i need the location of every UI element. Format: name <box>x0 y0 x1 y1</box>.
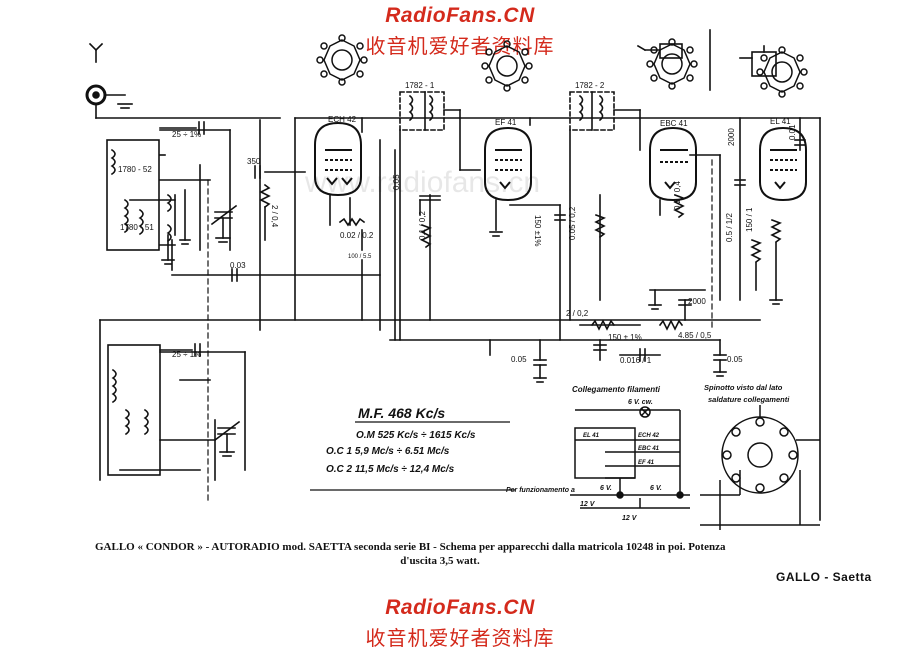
cap-label-2000-mid: 2000 <box>688 297 706 306</box>
tube-ef41 <box>484 126 532 202</box>
supply-label: Per funzionamento a <box>506 487 575 494</box>
tube-ech42 <box>314 121 362 197</box>
heater-wiring-diagram <box>570 405 820 530</box>
cap-label-0-016: 0.016 / 1 <box>620 356 652 365</box>
cap-label-25-bottom: 25 ÷ 1% <box>172 350 201 359</box>
cap-label-0-05-top: 0.05 <box>392 174 401 190</box>
heater-voltage-6v-b: 6 V. <box>650 485 662 492</box>
watermark-site-top: RadioFans.CN <box>385 4 535 27</box>
heater-tube-ech42: ECH 42 <box>638 433 660 439</box>
res-label-0-1: 0.1 / 0,2 <box>418 211 427 240</box>
plug-title-line-1: Spinotto visto dal lato <box>704 383 783 392</box>
heater-voltage-12v-a: 12 V <box>580 501 596 508</box>
band-table <box>310 421 515 491</box>
cap-label-100: 100 / 5.5 <box>348 254 372 260</box>
if-transformer-label-1: 1782 - 1 <box>405 81 435 90</box>
socket-diagram-el41 <box>756 46 808 98</box>
res-label-0-5: 0.5 / 1/2 <box>725 213 734 242</box>
socket-diagram-ef41 <box>481 40 533 92</box>
cap-label-350: 350 <box>247 157 261 166</box>
watermark-site-bottom: RadioFans.CN <box>385 596 535 619</box>
heater-wiring-title: Collegamento filamenti <box>572 385 661 394</box>
coil-label-2: 1780 - 51 <box>120 223 154 232</box>
socket-diagram-ech42 <box>316 34 368 86</box>
res-label-4-85: 4.85 / 0,5 <box>678 331 712 340</box>
if-transformer-label-2: 1782 - 2 <box>575 81 605 90</box>
res-label-150: 150 ±1% <box>533 215 542 247</box>
heater-tube-ef41: EF 41 <box>638 460 655 466</box>
tube-label-el41: EL 41 <box>770 117 791 126</box>
tube-label-ech42: ECH 42 <box>328 115 357 124</box>
tuning-capacitor-bottom <box>213 420 241 457</box>
heater-voltage-6v-a: 6 V. <box>600 485 612 492</box>
output-transformer <box>636 29 777 91</box>
res-label-150-2: 150 / 1 <box>745 207 754 232</box>
pilot-lamp-label: 6 V. cw. <box>628 399 653 406</box>
cap-label-25-top: 25 ÷ 1% <box>172 130 201 139</box>
res-label-0-2-2: 0.2 / 0,4 <box>673 181 682 210</box>
diagram-caption: GALLO « CONDOR » - AUTORADIO mod. SAETTA… <box>95 540 785 568</box>
cap-label-0-05-left: 0.05 <box>511 355 527 364</box>
res-label-0-02: 0.02 / 0.2 <box>340 231 374 240</box>
tuning-capacitor-top <box>210 204 238 243</box>
heater-voltage-12v-b: 12 V <box>622 515 638 522</box>
caption-line-1: GALLO « CONDOR » - AUTORADIO mod. SAETTA… <box>95 541 726 553</box>
antenna-symbol <box>85 42 133 119</box>
cap-label-0-01: 0.01 <box>788 124 797 140</box>
res-label-2-04: 2 / 0,4 <box>270 205 279 228</box>
heater-tube-el41: EL 41 <box>583 433 600 439</box>
band-oc1-label: O.C 1 5,9 Mc/s ÷ 6.51 Mc/s <box>326 446 450 457</box>
band-oc2-label: O.C 2 11,5 Mc/s ÷ 12,4 Mc/s <box>326 464 455 475</box>
plug-title-line-2: saldature collegamenti <box>708 395 790 404</box>
brand-label: GALLO - Saetta <box>776 570 872 584</box>
socket-diagram-ebc41 <box>646 38 698 90</box>
band-om-label: O.M 525 Kc/s ÷ 1615 Kc/s <box>356 430 476 441</box>
caption-line-2: d'uscita 3,5 watt. <box>400 555 480 567</box>
tube-label-ef41: EF 41 <box>495 118 517 127</box>
heater-tube-ebc41: EBC 41 <box>638 446 660 452</box>
coil-label-1: 1780 - 52 <box>118 165 152 174</box>
cap-label-0-03: 0.03 <box>230 261 246 270</box>
watermark-title-bottom: 收音机爱好者资料库 <box>365 626 555 650</box>
res-label-2-02: 2 / 0,2 <box>566 309 589 318</box>
tube-ebc41 <box>649 126 697 202</box>
tube-el41 <box>759 126 807 202</box>
if-frequency-label: M.F. 468 Kc/s <box>358 405 445 421</box>
cap-label-150: 150 ± 1% <box>608 333 642 342</box>
tube-label-ebc41: EBC 41 <box>660 119 688 128</box>
cap-label-0-05-right: 0.05 <box>727 355 743 364</box>
res-label-0-05-2: 0.05 / 0,2 <box>568 206 577 240</box>
cap-label-2000-top: 2000 <box>727 128 736 146</box>
